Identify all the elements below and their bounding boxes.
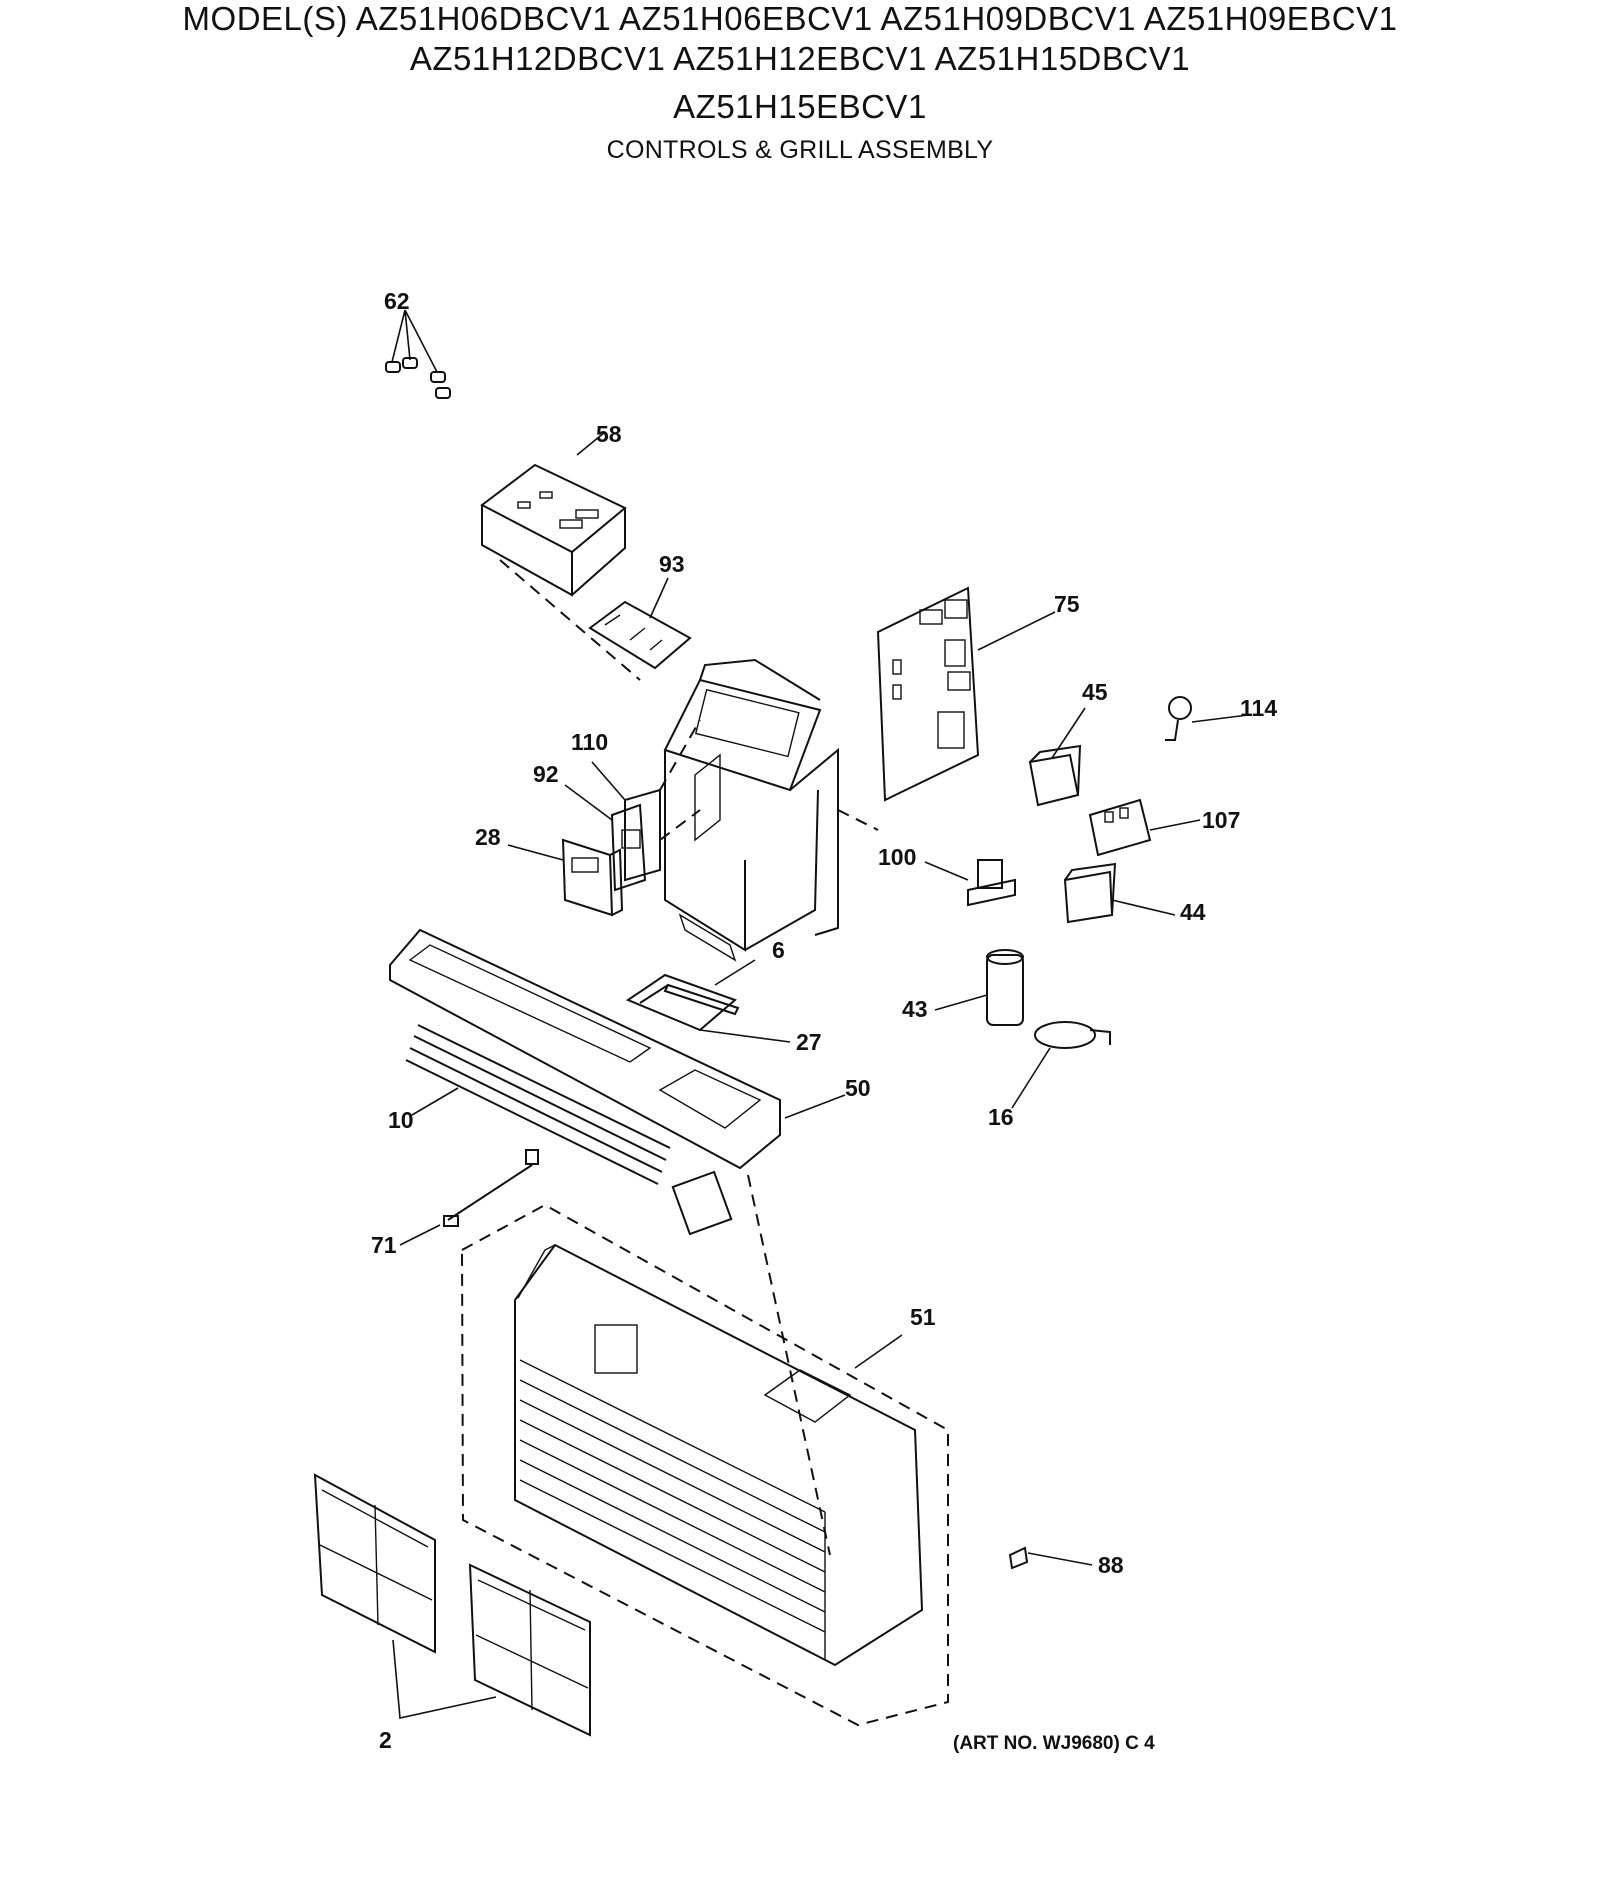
model-list-line-2: AZ51H12DBCV1 AZ51H12EBCV1 AZ51H15DBCV1: [409, 40, 1191, 77]
label-110: 110: [571, 729, 608, 755]
label-2: 2: [379, 1727, 392, 1753]
model-list-line-3: AZ51H15EBCV1: [673, 88, 927, 125]
part-43-capacitor: [934, 949, 1024, 1026]
label-71: 71: [371, 1232, 397, 1258]
part-16-strap: [1011, 1021, 1111, 1109]
label-100: 100: [878, 844, 916, 870]
label-50: 50: [845, 1075, 871, 1101]
label-28: 28: [475, 824, 501, 850]
control-housing: [659, 658, 839, 962]
label-10: 10: [388, 1107, 414, 1133]
model-list-line-1: MODEL(S) AZ51H06DBCV1 AZ51H06EBCV1 AZ51H…: [182, 0, 1398, 37]
part-27-panel: [625, 973, 791, 1043]
label-43: 43: [902, 996, 928, 1022]
part-44-relay: [1063, 862, 1176, 924]
label-51: 51: [910, 1304, 936, 1330]
label-114: 114: [1240, 695, 1277, 721]
part-6-strip: [663, 959, 756, 1016]
label-6: 6: [772, 937, 785, 963]
part-51-front-grille: [460, 1203, 949, 1727]
part-88-clip: [1008, 1546, 1093, 1570]
label-62: 62: [384, 288, 410, 314]
label-58: 58: [596, 421, 622, 447]
part-107-terminal: [1088, 798, 1201, 857]
label-92: 92: [533, 761, 559, 787]
part-110-92-switch: [564, 761, 701, 892]
label-88: 88: [1098, 1552, 1124, 1578]
label-107: 107: [1202, 807, 1240, 833]
label-44: 44: [1180, 899, 1206, 925]
part-50-frame: [389, 928, 846, 1170]
art-number: (ART NO. WJ9680) C 4: [953, 1733, 1155, 1754]
label-75: 75: [1054, 591, 1080, 617]
label-93: 93: [659, 551, 685, 577]
part-28-bracket: [507, 838, 624, 917]
label-16: 16: [988, 1104, 1014, 1130]
part-62-knobs: [385, 309, 451, 399]
part-100-component: [837, 809, 1016, 907]
part-45-relay: [1028, 707, 1086, 807]
grille-slats: [519, 1359, 826, 1660]
part-114-thermistor: [1165, 696, 1249, 741]
part-2-filters: [313, 1473, 591, 1737]
part-75-pcb: [876, 586, 1056, 802]
label-45: 45: [1082, 679, 1108, 705]
part-10-louvers: [405, 1024, 733, 1236]
assembly-title: CONTROLS & GRILL ASSEMBLY: [606, 136, 994, 164]
part-93-board: [588, 577, 692, 670]
part-71-rod: [399, 1149, 831, 1556]
part-58-control-cover: [480, 431, 641, 681]
label-27: 27: [796, 1029, 822, 1055]
